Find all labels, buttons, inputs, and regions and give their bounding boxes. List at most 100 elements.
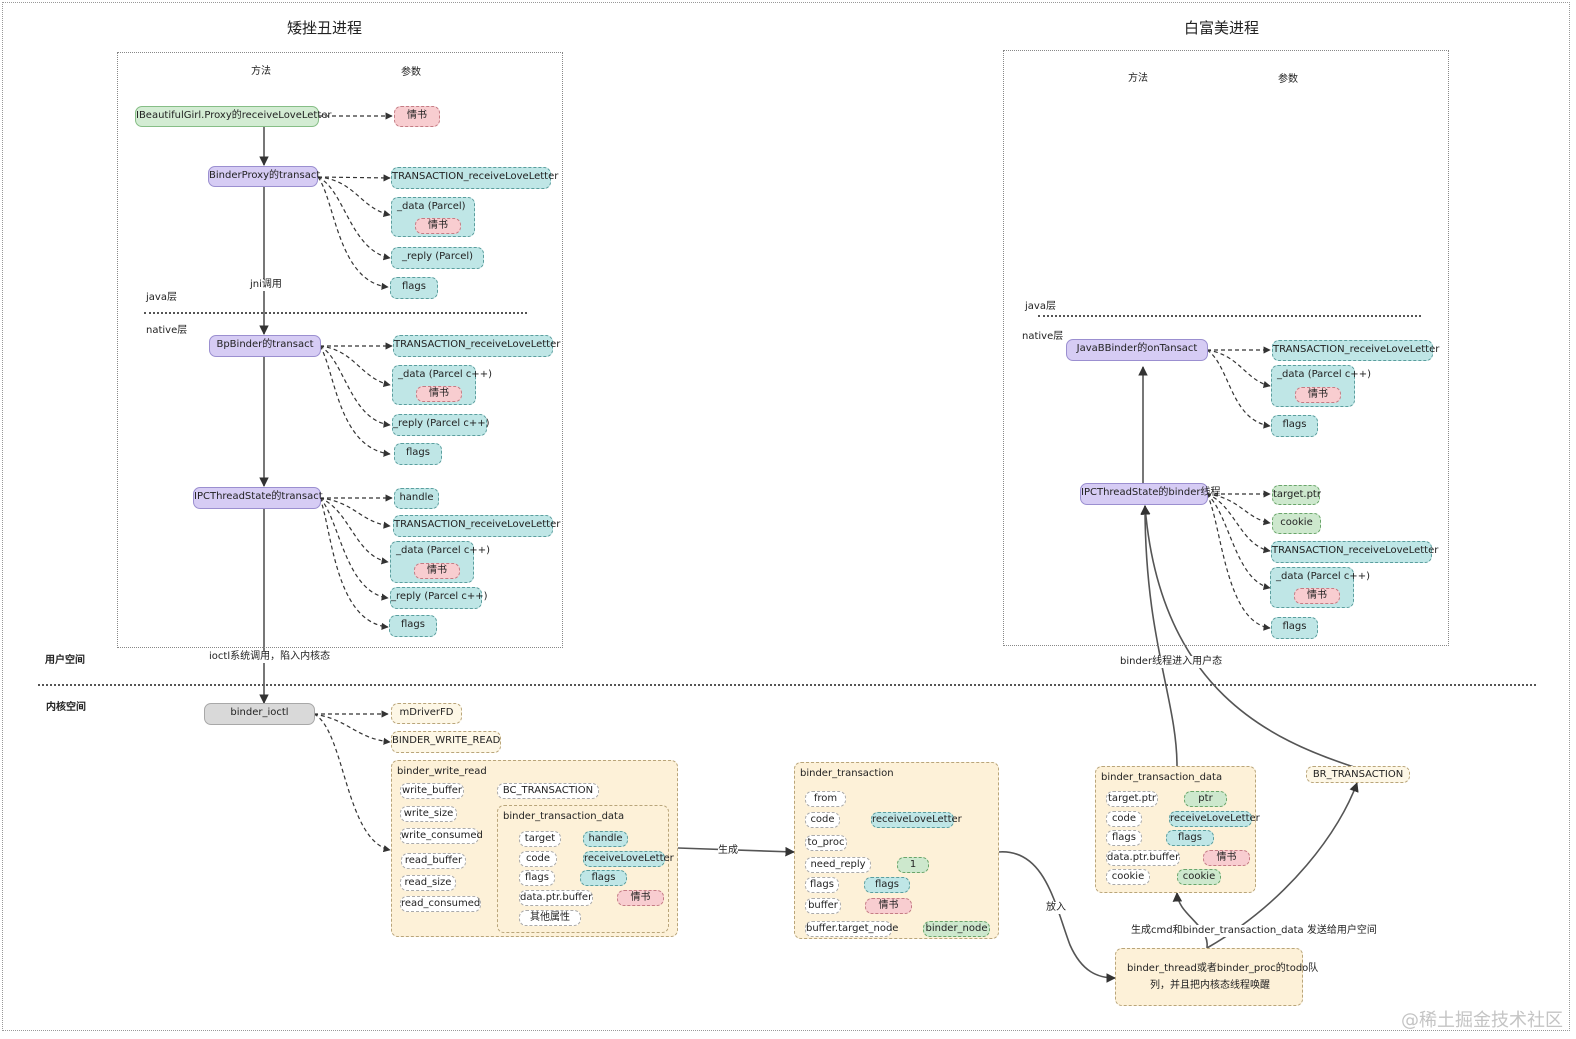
driver-fd-param: mDriverFD (391, 703, 462, 724)
bt-buffer-value: 情书 (865, 898, 912, 914)
bt-title: binder_transaction (800, 768, 894, 779)
right-process-title: 白富美进程 (1184, 19, 1260, 37)
binderproxy-reply-param: _reply (Parcel) (391, 247, 484, 269)
bwr-btd-target: target (519, 831, 561, 847)
bwr-transaction-data-struct: binder_transaction_data target handle co… (497, 805, 674, 933)
bt-to-proc: to_proc (805, 835, 847, 851)
bt-from: from (805, 791, 846, 807)
bwr-btd-title: binder_transaction_data (503, 811, 625, 822)
right-code-param: TRANSACTION_receiveLoveLetter (1271, 541, 1438, 563)
right-layer-separator (1038, 315, 1421, 317)
bt-need-reply: need_reply (805, 857, 871, 873)
out-btd-code-value: receiveLoveLetter (1169, 811, 1260, 827)
bpbinder-flags-param: flags (394, 443, 442, 465)
right-native-layer-label: native层 (1022, 331, 1064, 342)
bwr-btd-dataptr-value: 情书 (617, 890, 664, 906)
out-btd-flags-value: flags (1166, 830, 1214, 846)
ipc-handle-param: handle (394, 488, 439, 509)
bwr-write-consumed: write_consumed (400, 828, 483, 844)
bwr-btd-code-value: receiveLoveLetter (583, 851, 674, 867)
binder-ioctl-call: binder_ioctl (204, 703, 315, 725)
bt-code: code (805, 812, 840, 828)
ioctl-label: ioctl系统调用，陷入内核态 (209, 651, 331, 663)
ipc-transact-method: IPCThreadState的transact (193, 487, 323, 509)
javabbinder-data-label: _data (Parcel c++) (1277, 369, 1371, 380)
generate-label: 生成 (718, 845, 738, 857)
bwr-btd-target-value: handle (583, 831, 628, 847)
right-flags-param: flags (1271, 617, 1318, 639)
left-process-title: 矮挫丑进程 (287, 19, 363, 37)
bwr-btd-flags-value: flags (580, 870, 627, 886)
br-transaction-cmd: BR_TRANSACTION (1306, 766, 1410, 783)
javabbinder-data-param: _data (Parcel c++) 情书 (1271, 365, 1371, 407)
javabbinder-letter-value: 情书 (1295, 387, 1341, 403)
binderproxy-code-param: TRANSACTION_receiveLoveLetter (391, 167, 558, 189)
bt-flags: flags (805, 877, 839, 893)
bwr-write-buffer: write_buffer (400, 783, 464, 799)
ipc-binder-thread-method: IPCThreadState的binder线程 (1080, 483, 1220, 505)
javabbinder-ontransact-method: JavaBBinder的onTansact (1066, 339, 1208, 361)
bwr-btd-flags: flags (519, 870, 555, 886)
right-data-param: _data (Parcel c++) 情书 (1270, 567, 1370, 608)
bt-buffer: buffer (805, 898, 841, 914)
binderproxy-data-label: _data (Parcel) (397, 201, 466, 212)
proxy-receive-method: IBeautifulGirl.Proxy的receiveLoveLetter (135, 106, 332, 127)
right-param-header: 参数 (1278, 74, 1298, 85)
right-letter-value: 情书 (1294, 588, 1340, 604)
bpbinder-code-param: TRANSACTION_receiveLoveLetter (393, 335, 560, 357)
user-kernel-separator (38, 684, 1536, 686)
bwr-btd-code: code (519, 851, 557, 867)
right-target-ptr-param: target.ptr (1272, 485, 1321, 505)
right-data-label: _data (Parcel c++) (1276, 571, 1370, 582)
binder-write-read-cmd: BINDER_WRITE_READ (391, 731, 501, 753)
bpbinder-data-param: _data (Parcel c++) 情书 (392, 365, 492, 405)
ipc-letter-value: 情书 (414, 563, 460, 579)
out-btd-dataptr-value: 情书 (1203, 850, 1250, 866)
left-layer-separator (144, 312, 527, 314)
left-java-layer-label: java层 (146, 292, 177, 303)
bpbinder-transact-method: BpBinder的transact (209, 335, 321, 357)
put-label: 放入 (1046, 902, 1066, 914)
left-native-layer-label: native层 (146, 325, 188, 336)
user-space-label: 用户空间 (45, 655, 85, 666)
ipc-data-param: _data (Parcel c++) 情书 (390, 541, 490, 583)
out-btd-dataptr: data.ptr.buffer (1106, 850, 1180, 866)
bt-code-value: receiveLoveLetter (871, 812, 962, 828)
binderproxy-data-param: _data (Parcel) 情书 (391, 197, 475, 237)
bt-target-node-value: binder_node (923, 921, 990, 937)
out-transaction-data-struct: binder_transaction_data target.ptr ptr c… (1095, 766, 1260, 893)
ipc-reply-param: _reply (Parcel c++) (390, 587, 488, 609)
out-btd-target-value: ptr (1184, 791, 1227, 807)
binder-transaction-struct: binder_transaction from code receiveLove… (794, 762, 999, 939)
right-process-frame (1003, 50, 1449, 646)
watermark: @稀土掘金技术社区 (1401, 1010, 1563, 1031)
bpbinder-data-label: _data (Parcel c++) (398, 369, 492, 380)
javabbinder-flags-param: flags (1271, 415, 1318, 437)
bt-flags-value: flags (864, 877, 910, 893)
right-cookie-param: cookie (1272, 513, 1321, 534)
out-btd-title: binder_transaction_data (1101, 772, 1223, 783)
kernel-space-label: 内核空间 (46, 702, 86, 713)
ipc-data-label: _data (Parcel c++) (396, 545, 490, 556)
ipc-code-param: TRANSACTION_receiveLoveLetter (393, 515, 560, 537)
enter-user-label: binder线程进入用户态 (1120, 656, 1223, 668)
bpbinder-letter-value: 情书 (416, 386, 462, 402)
todo-line-2: 列，并且把内核态线程唤醒 (1150, 980, 1270, 991)
out-btd-code: code (1106, 811, 1142, 827)
binder-write-read-struct: binder_write_read write_buffer BC_TRANSA… (391, 760, 678, 937)
binderproxy-transact-method: BinderProxy的transact (208, 166, 320, 187)
binderproxy-letter-value: 情书 (415, 218, 461, 234)
out-btd-flags: flags (1106, 830, 1142, 846)
todo-queue-box: binder_thread或者binder_proc的todo队 列，并且把内核… (1115, 948, 1318, 1006)
love-letter-param: 情书 (394, 106, 440, 127)
ipc-flags-param: flags (389, 615, 437, 637)
bwr-title: binder_write_read (397, 766, 487, 777)
javabbinder-code-param: TRANSACTION_receiveLoveLetter (1272, 340, 1439, 361)
out-btd-cookie: cookie (1106, 869, 1150, 885)
bwr-read-consumed: read_consumed (400, 896, 481, 912)
left-param-header: 参数 (401, 67, 421, 78)
bt-need-reply-value: 1 (897, 857, 929, 873)
left-method-header: 方法 (251, 66, 271, 77)
bwr-btd-other: 其他属性 (519, 910, 581, 926)
